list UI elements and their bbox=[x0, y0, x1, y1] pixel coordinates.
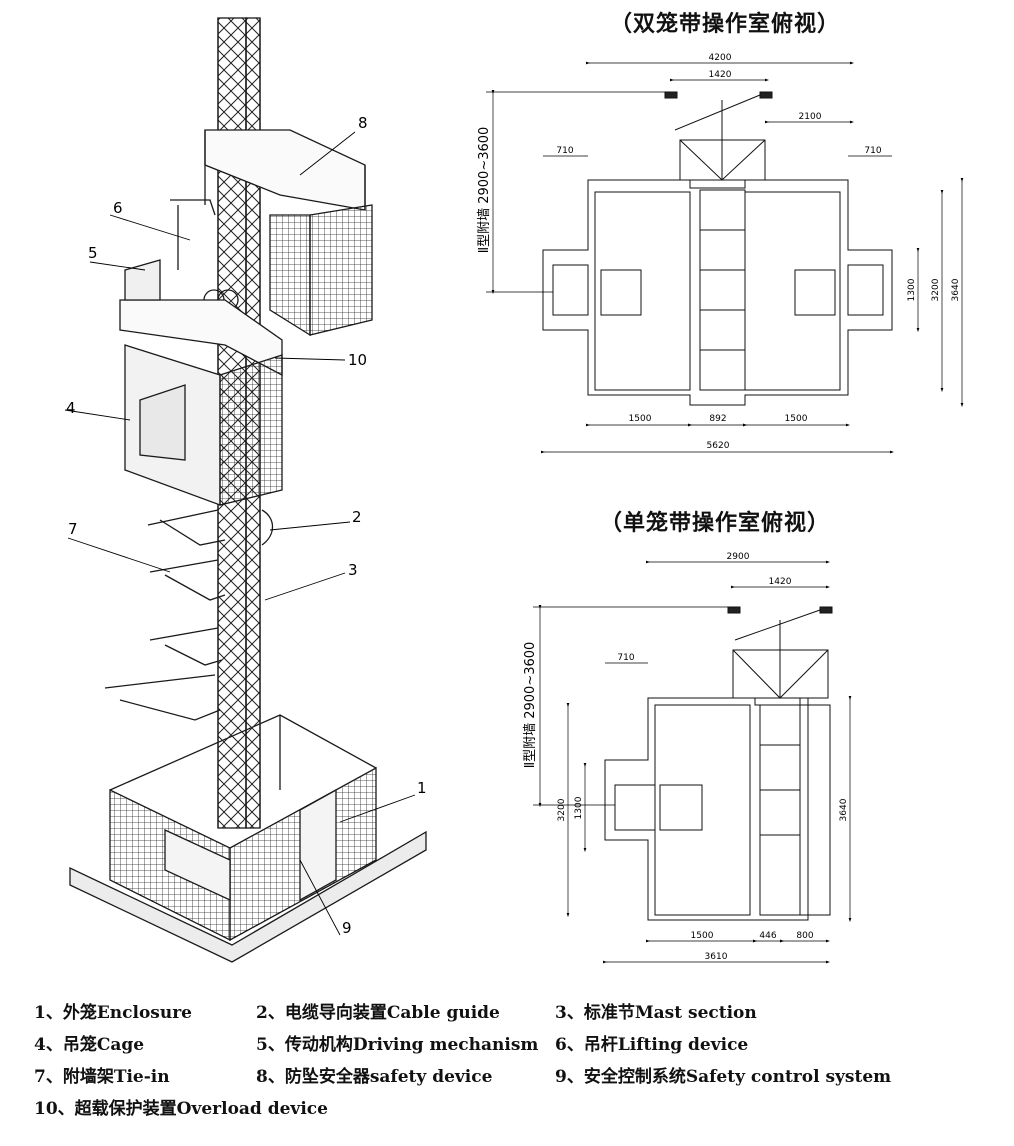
single-cage-plan bbox=[604, 606, 833, 921]
callouts bbox=[64, 131, 416, 936]
dim-2900: 2900 bbox=[727, 552, 750, 562]
dim-3640-single: 3640 bbox=[839, 798, 849, 821]
callout-8: 8 bbox=[358, 114, 368, 132]
double-cage-plan bbox=[542, 91, 893, 406]
callout-5: 5 bbox=[88, 244, 98, 262]
dim-5620: 5620 bbox=[707, 441, 730, 451]
lifting-device bbox=[170, 199, 216, 270]
callout-10: 10 bbox=[348, 351, 367, 369]
dim-3200: 3200 bbox=[931, 278, 941, 301]
callout-4: 4 bbox=[66, 399, 76, 417]
legend-item-3: 3、标准节Mast section bbox=[555, 1003, 757, 1023]
dim-710-single: 710 bbox=[617, 653, 634, 663]
dim-446: 446 bbox=[759, 931, 776, 941]
dim-1420-single: 1420 bbox=[769, 577, 792, 587]
dim-1300-single: 1300 bbox=[574, 796, 584, 819]
single-wall-label: Ⅱ型附墙 2900~3600 bbox=[523, 642, 538, 769]
legend-item-8: 8、防坠安全器safety device bbox=[256, 1067, 493, 1087]
dim-1500-left: 1500 bbox=[629, 414, 652, 424]
legend-item-7: 7、附墙架Tie-in bbox=[34, 1067, 170, 1087]
dim-3610: 3610 bbox=[705, 952, 728, 962]
single-plan-dims bbox=[533, 560, 852, 964]
dim-2100: 2100 bbox=[799, 112, 822, 122]
double-plan-dims bbox=[486, 61, 964, 454]
callout-6: 6 bbox=[113, 199, 123, 217]
dim-710-left: 710 bbox=[556, 146, 573, 156]
legend: 1、外笼Enclosure 2、电缆导向装置Cable guide 3、标准节M… bbox=[0, 990, 1014, 1140]
dim-3200-single: 3200 bbox=[557, 798, 567, 821]
legend-item-10: 10、超载保护装置Overload device bbox=[34, 1099, 328, 1119]
base-slab bbox=[69, 830, 427, 963]
legend-item-9: 9、安全控制系统Safety control system bbox=[555, 1067, 892, 1087]
callout-9: 9 bbox=[342, 919, 352, 937]
legend-item-1: 1、外笼Enclosure bbox=[34, 1003, 192, 1023]
callout-7: 7 bbox=[68, 520, 78, 538]
diagram-canvas: 8 6 5 10 4 2 7 3 1 9 bbox=[64, 17, 964, 964]
callout-1: 1 bbox=[417, 779, 427, 797]
dim-4200: 4200 bbox=[709, 53, 732, 63]
dim-892: 892 bbox=[709, 414, 726, 424]
legend-item-6: 6、吊杆Lifting device bbox=[555, 1035, 749, 1055]
callout-2: 2 bbox=[352, 508, 362, 526]
double-cage-title: （双笼带操作室俯视） bbox=[610, 11, 841, 37]
dim-710-right: 710 bbox=[864, 146, 881, 156]
upper-cage bbox=[204, 129, 373, 337]
dim-3640: 3640 bbox=[951, 278, 961, 301]
single-cage-title: （单笼带操作室俯视） bbox=[600, 510, 831, 536]
dim-1500-right: 1500 bbox=[785, 414, 808, 424]
cable-guide bbox=[261, 509, 274, 546]
legend-item-5: 5、传动机构Driving mechanism bbox=[256, 1035, 539, 1055]
lower-cage bbox=[119, 259, 283, 506]
dim-1300: 1300 bbox=[907, 278, 917, 301]
dim-800: 800 bbox=[796, 931, 813, 941]
legend-item-2: 2、电缆导向装置Cable guide bbox=[256, 1003, 500, 1023]
hoist-illustration bbox=[69, 17, 427, 963]
double-wall-label: Ⅱ型附墙 2900~3600 bbox=[477, 127, 492, 254]
callout-3: 3 bbox=[348, 561, 358, 579]
tie-ins bbox=[104, 509, 226, 721]
enclosure bbox=[109, 714, 377, 942]
dim-1500-single: 1500 bbox=[691, 931, 714, 941]
legend-item-4: 4、吊笼Cage bbox=[34, 1035, 145, 1055]
dim-1420: 1420 bbox=[709, 70, 732, 80]
